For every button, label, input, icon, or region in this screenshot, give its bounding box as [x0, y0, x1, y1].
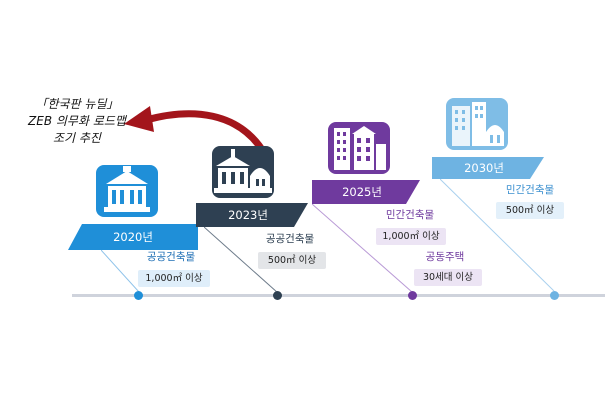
year-band-2020 [68, 224, 198, 250]
year-band-2030 [432, 157, 544, 179]
connector-2025 [312, 204, 413, 293]
threshold-chip-2030: 500㎡ 이상 [496, 202, 564, 219]
zeb-roadmap-callout: 「한국판 뉴딜」 ZEB 의무화 로드맵 조기 추진 [18, 96, 136, 147]
city-buildings-icon [452, 102, 504, 146]
year-band-2023 [196, 203, 308, 227]
public-building-tile-2023 [212, 146, 274, 198]
year-label-2020: 2020년 [113, 230, 153, 244]
callout-line-1: 「한국판 뉴딜」 [35, 97, 119, 111]
apartment-buildings-icon [334, 126, 386, 170]
category-label-2020: 공공건축물 [146, 251, 196, 263]
callout-line-2: ZEB 의무화 로드맵 [28, 114, 126, 128]
category-label-2030: 민간건축물 [505, 184, 555, 196]
timeline-dot-2023 [273, 291, 282, 300]
category-label-2025-apartment: 공동주택 [425, 251, 465, 263]
connector-2023 [204, 227, 279, 293]
connector-2020 [101, 250, 140, 292]
threshold-chip-2020: 1,000㎡ 이상 [138, 270, 210, 287]
category-label-2025-private: 민간건축물 [385, 209, 435, 221]
threshold-chip-2025-apartment: 30세대 이상 [414, 269, 482, 286]
connector-2030 [440, 179, 555, 292]
threshold-chip-2023: 500㎡ 이상 [258, 252, 326, 269]
year-label-2030: 2030년 [464, 161, 504, 175]
year-band-2025 [312, 180, 420, 204]
year-label-2023: 2023년 [228, 208, 268, 222]
category-label-2023: 공공건축물 [265, 233, 315, 245]
public-building-tile-2020 [96, 165, 158, 217]
timeline-dot-2025 [408, 291, 417, 300]
year-label-2025: 2025년 [342, 185, 382, 199]
threshold-chip-2025-private: 1,000㎡ 이상 [376, 228, 446, 245]
private-building-tile-2025 [328, 122, 390, 174]
timeline-dot-2020 [134, 291, 143, 300]
callout-line-3: 조기 추진 [53, 131, 101, 145]
public-building-icon [104, 166, 150, 212]
timeline-dot-2030 [550, 291, 559, 300]
government-building-icon [214, 149, 272, 193]
curved-arrow-icon [124, 106, 270, 160]
timeline-axis [72, 294, 605, 297]
private-building-tile-2030 [446, 98, 508, 150]
